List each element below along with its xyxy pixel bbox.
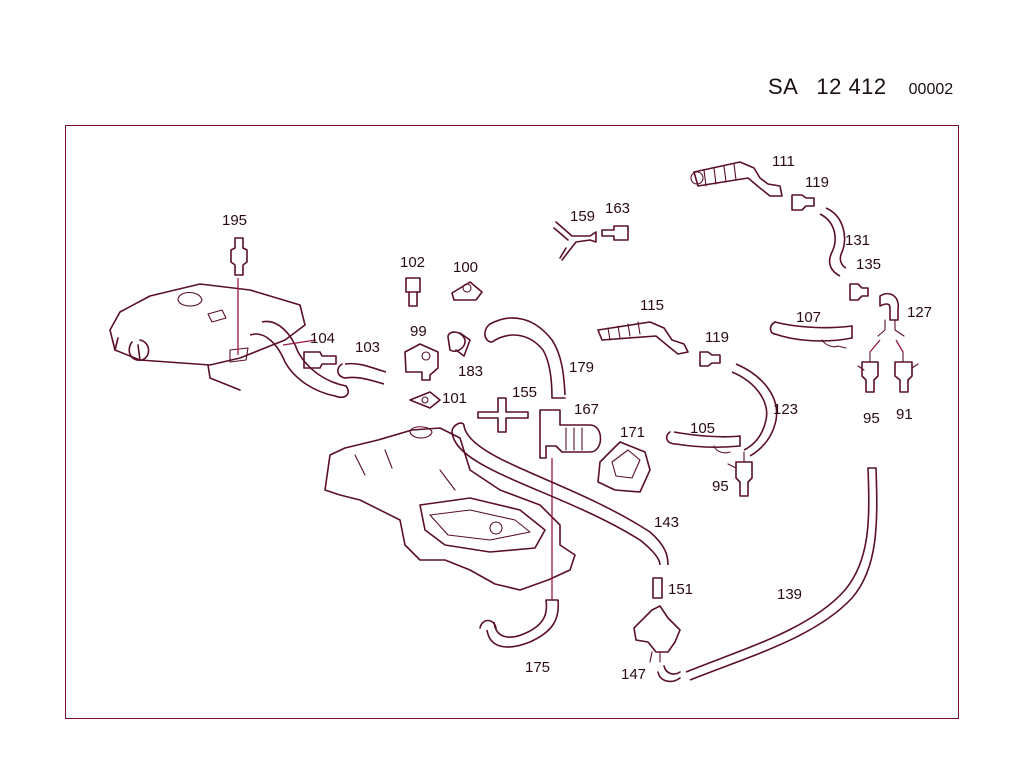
diagram-header: SA 12 412 00002 <box>768 74 953 104</box>
label-91: 91 <box>896 406 913 423</box>
part-123 <box>731 363 778 457</box>
label-127: 127 <box>907 304 932 321</box>
label-99: 99 <box>410 323 427 340</box>
label-105: 105 <box>690 420 715 437</box>
part-143 <box>451 422 669 566</box>
part-95-right <box>857 351 879 393</box>
header-number: 12 412 <box>816 74 887 99</box>
part-159 <box>553 221 597 261</box>
part-labels: 195 102 100 159 163 111 119 131 135 127 … <box>222 153 932 683</box>
part-151 <box>652 577 663 599</box>
label-101: 101 <box>442 390 467 407</box>
label-179: 179 <box>569 359 594 376</box>
part-105 <box>665 431 741 454</box>
intake-manifold <box>324 426 576 591</box>
part-147-hose <box>657 665 681 683</box>
part-127 <box>877 292 905 337</box>
part-100 <box>451 281 483 301</box>
label-111: 111 <box>772 153 795 170</box>
part-99 <box>404 343 439 381</box>
part-135 <box>849 283 869 301</box>
part-163 <box>601 225 629 241</box>
label-131: 131 <box>845 232 870 249</box>
part-104-fitting <box>303 351 337 369</box>
label-119-mid: 119 <box>705 329 729 346</box>
label-135: 135 <box>856 256 881 273</box>
label-143: 143 <box>654 514 679 531</box>
label-104: 104 <box>310 330 335 347</box>
label-103: 103 <box>355 339 380 356</box>
label-115: 115 <box>640 297 664 314</box>
part-111 <box>690 161 783 197</box>
part-119-mid <box>699 351 721 367</box>
part-115 <box>597 321 689 355</box>
part-131 <box>819 207 847 277</box>
part-171 <box>597 441 651 493</box>
part-155 <box>477 397 529 433</box>
label-159: 159 <box>570 208 595 225</box>
diagram-frame <box>65 125 959 719</box>
label-147: 147 <box>621 666 646 683</box>
label-155: 155 <box>512 384 537 401</box>
part-101 <box>409 391 441 409</box>
label-175: 175 <box>525 659 550 676</box>
label-119-top: 119 <box>805 174 829 191</box>
part-95-mid <box>727 451 753 497</box>
part-107 <box>769 321 853 349</box>
part-183 <box>447 331 471 357</box>
part-195 <box>230 237 248 355</box>
label-95-mid: 95 <box>712 478 729 495</box>
label-151: 151 <box>668 581 693 598</box>
part-104-hose <box>249 320 350 399</box>
part-91 <box>894 351 919 393</box>
label-95-right: 95 <box>863 410 880 427</box>
label-107: 107 <box>796 309 821 326</box>
label-163: 163 <box>605 200 630 217</box>
label-102: 102 <box>400 254 425 271</box>
label-123: 123 <box>773 401 798 418</box>
part-119-top <box>791 194 815 211</box>
part-147-valve <box>633 605 681 663</box>
label-100: 100 <box>453 259 478 276</box>
leader-lines <box>869 339 904 353</box>
header-prefix: SA <box>768 74 799 99</box>
part-102 <box>405 277 421 307</box>
part-139 <box>685 467 878 681</box>
label-139: 139 <box>777 586 802 603</box>
engine-cover <box>109 283 306 391</box>
label-171: 171 <box>620 424 645 441</box>
part-103 <box>337 362 387 385</box>
part-175 <box>479 599 560 648</box>
part-179 <box>484 317 566 399</box>
label-183: 183 <box>458 363 483 380</box>
label-195: 195 <box>222 212 247 229</box>
header-code: 00002 <box>908 81 954 98</box>
label-167: 167 <box>574 401 599 418</box>
